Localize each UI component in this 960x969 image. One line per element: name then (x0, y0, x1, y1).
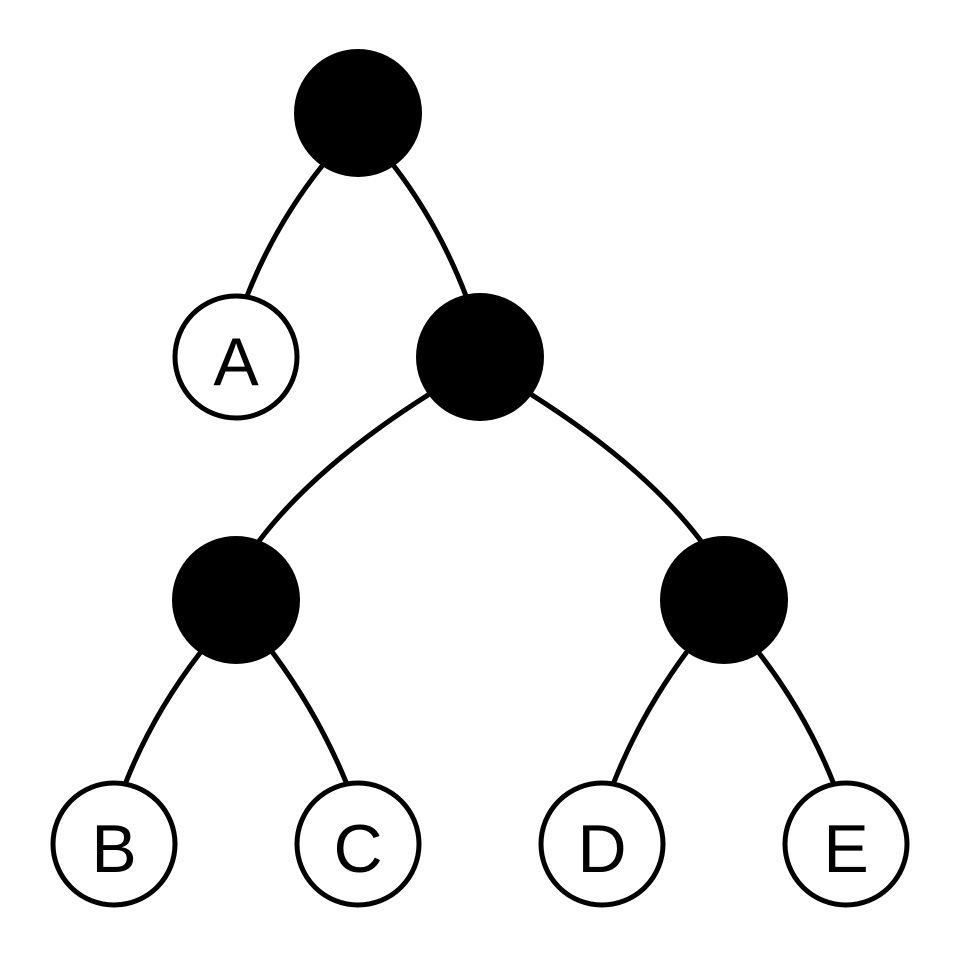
edge-root-a (244, 163, 325, 299)
edge-root-n1 (391, 163, 469, 299)
leaf-node-c: C (294, 780, 422, 908)
internal-node-3 (660, 536, 788, 664)
leaf-circle-a (172, 293, 300, 421)
leaf-circle-d (538, 780, 666, 908)
edge-n2-b (123, 650, 203, 785)
leaf-circle-e (782, 780, 910, 908)
internal-nodes (172, 49, 788, 664)
leaf-label-b: B (91, 811, 136, 887)
leaf-node-a: A (172, 293, 300, 421)
leaf-nodes: A B C D E (50, 293, 910, 908)
leaf-circle-c (294, 780, 422, 908)
leaf-label-e: E (823, 811, 868, 887)
leaf-label-c: C (333, 811, 382, 887)
leaf-node-b: B (50, 780, 178, 908)
internal-node-1 (416, 293, 544, 421)
edge-n1-n3 (529, 392, 704, 544)
leaf-label-d: D (577, 811, 626, 887)
leaf-node-e: E (782, 780, 910, 908)
internal-node-2 (172, 536, 300, 664)
edge-n3-e (756, 650, 836, 785)
edge-n2-c (270, 650, 349, 785)
edges (123, 163, 836, 785)
edge-n3-d (611, 650, 689, 785)
leaf-node-d: D (538, 780, 666, 908)
edge-n1-n2 (256, 392, 431, 544)
leaf-label-a: A (213, 324, 259, 400)
leaf-circle-b (50, 780, 178, 908)
internal-node-root (294, 49, 422, 177)
